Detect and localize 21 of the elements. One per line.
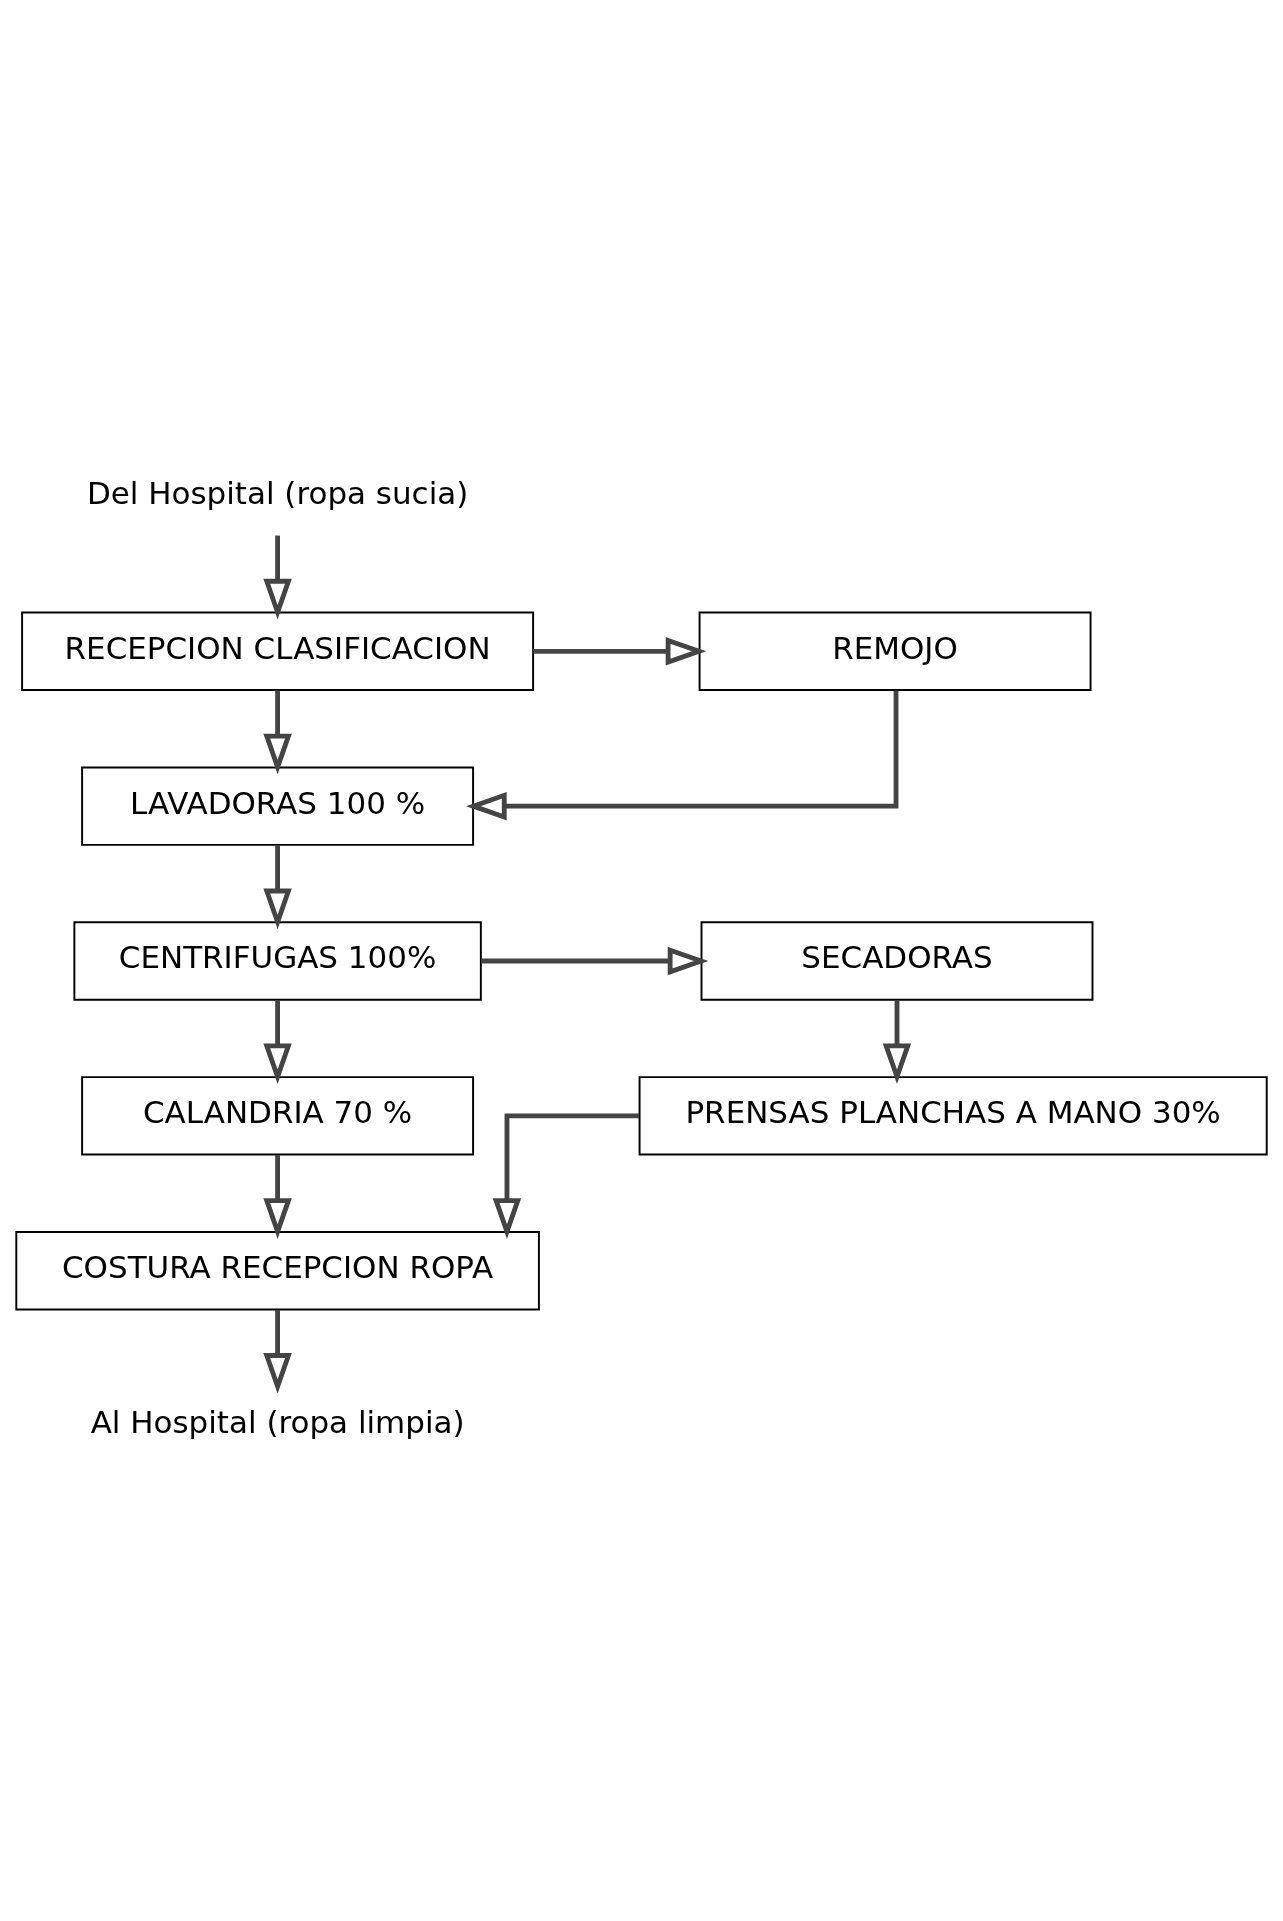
node-box: SECADORAS (700, 920, 1094, 1001)
node-box: COSTURA RECEPCION ROPA (15, 1230, 540, 1310)
arrow (263, 535, 292, 620)
node-box: CENTRIFUGAS 100% (73, 920, 482, 1001)
arrow (263, 999, 292, 1084)
node-box: PRENSAS PLANCHAS A MANO 30% (638, 1075, 1268, 1156)
node-text: Al Hospital (ropa limpia) (90, 1403, 465, 1440)
node-box: REMOJO (698, 611, 1092, 691)
arrow (263, 1309, 292, 1394)
arrow (481, 946, 709, 975)
arrow (492, 1112, 639, 1239)
node-text: Del Hospital (ropa sucia) (86, 474, 469, 511)
arrow (533, 636, 707, 666)
arrow (263, 1154, 292, 1239)
node-box: CALANDRIA 70 % (81, 1075, 475, 1156)
node-box: RECEPCION CLASIFICACION (21, 611, 535, 691)
node-box: LAVADORAS 100 % (81, 765, 475, 846)
arrow (882, 999, 912, 1084)
arrow (263, 844, 292, 929)
arrow (465, 689, 899, 820)
arrow (263, 689, 292, 774)
